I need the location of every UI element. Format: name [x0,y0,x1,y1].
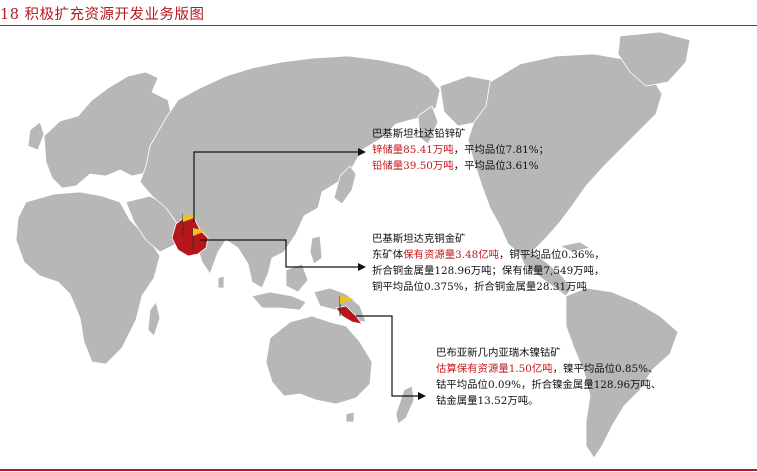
land-cuba [559,241,591,253]
land-madagascar [147,301,161,337]
callout-dudar-mine: 巴基斯坦杜达铅锌矿 锌储量85.41万吨，平均品位7.81%； 铅储量39.50… [372,126,549,174]
land-philippines [309,235,323,265]
callout-line: 估算保有资源量1.50亿吨，镍平均品位0.85%、 [436,361,661,377]
callout-line: 折合铜金属量128.96万吨；保有储量7,549万吨， [372,263,605,279]
callout-title: 巴布亚新几内亚瑞木镍钴矿 [436,347,561,359]
callout-saindak-mine: 巴基斯坦达克铜金矿 东矿体保有资源量3.48亿吨，铜平均品位0.36%， 折合铜… [372,231,605,295]
callout-title: 巴基斯坦杜达铅锌矿 [372,128,466,140]
land-borneo [285,263,309,293]
leader-line-saindak [200,239,360,268]
leader-arrowheads [358,148,426,400]
land-kamchatka [417,105,439,145]
callout-line: 铜平均品位0.375%，折合铜金属量28.31万吨 [372,279,605,295]
land-masses [15,31,691,459]
flag-ramu [339,296,354,316]
callout-text: ，平均品位3.61% [453,160,539,172]
land-sri-lanka [217,275,225,289]
land-british-isles [27,121,45,151]
callout-text: ，平均品位7.81%； [453,144,550,156]
leader-line-dudar [193,151,360,222]
land-central-america [519,251,573,297]
callout-text: 铜平均品位0.375%，折合铜金属量28.31万吨 [372,281,587,293]
callout-line: 东矿体保有资源量3.48亿吨，铜平均品位0.36%， [372,247,605,263]
land-japan [333,165,357,205]
callout-highlight: 估算保有资源量1.50亿吨 [436,363,553,375]
bottom-rule [0,469,757,471]
leader-line-ramu [356,315,420,397]
callout-text: 折合铜金属量128.96万吨；保有储量7,549万吨， [372,265,605,277]
callout-line: 钴平均品位0.09%，折合镍金属量128.96万吨、 [436,377,661,393]
callout-line: 锌储量85.41万吨，平均品位7.81%； [372,142,549,158]
callout-text: 钴平均品位0.09%，折合镍金属量128.96万吨、 [436,379,662,391]
callout-text: 钴金属量13.52万吨。 [436,395,539,407]
land-indonesia [251,291,307,311]
land-africa [15,191,161,365]
callout-text: ，镍平均品位0.85%、 [552,363,659,375]
leader-lines [193,151,420,397]
land-new-zealand [395,385,415,425]
callout-line: 铅储量39.50万吨，平均品位3.61% [372,158,549,174]
land-greenland [617,31,691,87]
figure-header: 18 积极扩充资源开发业务版图 [0,0,757,26]
callout-text: ，铜平均品位0.36%， [499,249,605,261]
land-south-america [565,287,679,459]
world-map [15,31,691,459]
callout-highlight: 锌储量85.41万吨 [372,144,454,156]
flag-dudar [182,214,197,236]
callout-ramu-mine: 巴布亚新几内亚瑞木镍钴矿 估算保有资源量1.50亿吨，镍平均品位0.85%、 钴… [436,345,661,409]
callout-text: 东矿体 [372,249,404,261]
land-tasmania [345,411,355,423]
figure-title: 18 积极扩充资源开发业务版图 [0,7,205,23]
callout-line: 钴金属量13.52万吨。 [436,393,661,409]
land-australia [265,315,373,405]
flag-saindak [192,228,206,250]
callout-highlight: 铅储量39.50万吨 [372,160,454,172]
callout-title: 巴基斯坦达克铜金矿 [372,233,466,245]
callout-highlight: 保有资源量3.48亿吨 [403,249,500,261]
papua-new-guinea-highlight [335,305,363,325]
